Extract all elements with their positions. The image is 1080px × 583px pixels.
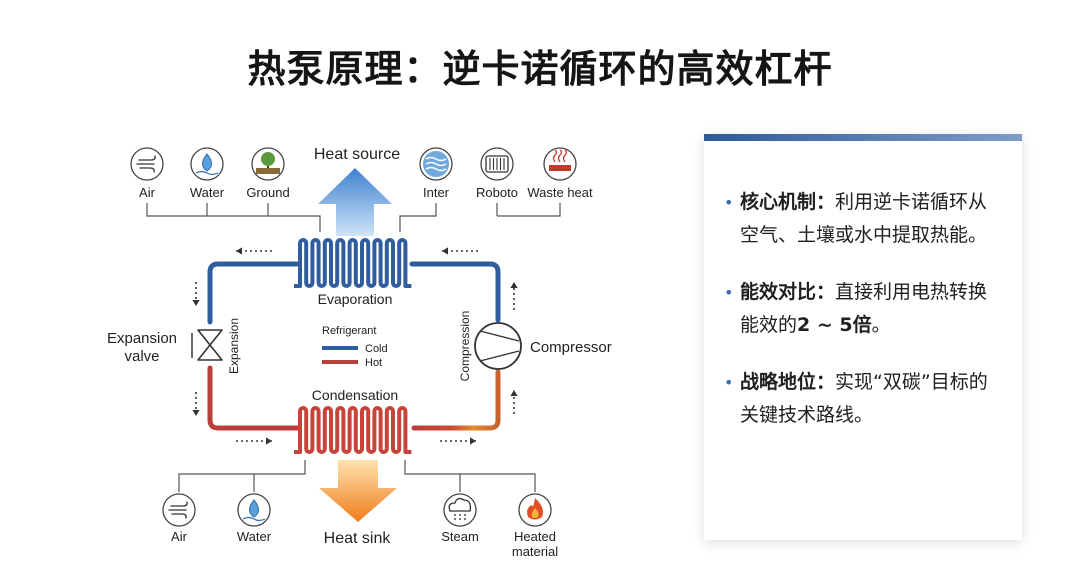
- source-label: Roboto: [476, 185, 518, 200]
- key-points-card: • 核心机制：利用逆卡诺循环从空气、土壤或水中提取热能。 • 能效对比：直接利用…: [704, 134, 1022, 540]
- flow-arrow-top-right: [442, 247, 478, 255]
- source-item-waste-heat: Waste heat: [527, 147, 593, 200]
- heat-source-label: Heat source: [314, 146, 400, 163]
- sink-item-steam: Steam: [441, 493, 479, 544]
- refrigerant-legend: Refrigerant Cold Hot: [322, 325, 388, 369]
- compressor-symbol: [474, 322, 522, 370]
- sink-item-air: Air: [162, 493, 196, 544]
- bullet-strategy: • 战略地位：实现“双碳”目标的关键技术路线。: [724, 366, 1006, 432]
- expansion-valve-label-line2: valve: [124, 348, 159, 365]
- bullet-dot-icon: •: [724, 283, 734, 302]
- legend-cold: Cold: [365, 343, 388, 355]
- source-connectors: [146, 203, 561, 232]
- expansion-valve: [191, 329, 223, 361]
- compression-side-label: Compression: [458, 311, 472, 382]
- key-points-list: • 核心机制：利用逆卡诺循环从空气、土壤或水中提取热能。 • 能效对比：直接利用…: [724, 186, 1006, 456]
- source-item-roboto: Roboto: [476, 147, 518, 200]
- source-item-ground: Ground: [246, 147, 290, 200]
- refrigerant-loop: [207, 261, 501, 431]
- right-lower-pipe: [411, 369, 501, 431]
- flow-arrow-top-left: [236, 247, 272, 255]
- bullet-lead: 核心机制：: [740, 191, 836, 213]
- bullet-efficiency: • 能效对比：直接利用电热转换能效的2 ~ 5倍。: [724, 276, 1006, 342]
- flow-arrow-bottom-right: [440, 437, 476, 445]
- condenser-coil: [294, 406, 412, 454]
- expansion-side-label: Expansion: [227, 318, 241, 374]
- bullet-text: 实现“双碳”目标的关键技术路线。: [740, 371, 988, 426]
- source-item-water: Water: [190, 147, 225, 200]
- heat-sink-label: Heat sink: [324, 530, 392, 547]
- water-drop-icon: [195, 153, 219, 176]
- sink-label: Water: [237, 529, 272, 544]
- bullet-text: 利用逆卡诺循环从空气、土壤或水中提取热能。: [740, 191, 988, 246]
- card-accent-bar: [704, 134, 1022, 141]
- icon-badge: [543, 147, 577, 181]
- sink-label: Heated: [514, 529, 556, 544]
- sink-label: Air: [171, 529, 188, 544]
- bullet-lead: 能效对比：: [740, 281, 836, 303]
- flow-arrow-left-bottom: [192, 392, 200, 416]
- wind-icon: [136, 155, 156, 173]
- waste-heat-icon: [549, 149, 571, 171]
- sink-label-line2: material: [512, 544, 558, 559]
- water-drop-icon: [242, 499, 266, 522]
- icon-badge: [443, 493, 477, 527]
- source-label: Waste heat: [527, 185, 593, 200]
- water-waves-icon: [423, 151, 449, 177]
- sink-connectors: [178, 460, 536, 492]
- source-label: Air: [139, 185, 156, 200]
- top-right-pipe: [409, 261, 501, 323]
- source-label: Ground: [246, 185, 289, 200]
- legend-title: Refrigerant: [322, 325, 376, 337]
- flow-direction-arrows: [192, 247, 518, 445]
- expansion-valve-label-line1: Expansion: [107, 330, 177, 347]
- heat-source-icons: Air Water Ground Inter Roboto Waste heat: [130, 147, 593, 200]
- bullet-dot-icon: •: [724, 193, 734, 212]
- source-item-air: Air: [130, 147, 164, 200]
- bullet-tail: 。: [871, 314, 891, 336]
- wind-icon: [168, 501, 188, 519]
- evaporation-label: Evaporation: [318, 291, 393, 307]
- bullet-core-mechanism: • 核心机制：利用逆卡诺循环从空气、土壤或水中提取热能。: [724, 186, 1006, 252]
- source-label: Water: [190, 185, 225, 200]
- heat-source-arrow: [318, 168, 392, 236]
- tree-icon: [256, 152, 280, 174]
- radiator-icon: [485, 155, 509, 173]
- top-left-pipe: [207, 261, 300, 325]
- source-item-inter: Inter: [419, 147, 453, 200]
- sink-label: Steam: [441, 529, 479, 544]
- condensation-label: Condensation: [312, 387, 398, 403]
- evaporator-coil: [294, 238, 412, 288]
- flow-arrow-left-top: [192, 282, 200, 306]
- bullet-emphasis: 2 ~ 5倍: [797, 314, 872, 336]
- flow-arrow-right-top: [510, 282, 518, 310]
- page-title: 热泵原理：逆卡诺循环的高效杠杆: [247, 47, 833, 91]
- sink-item-water: Water: [237, 493, 272, 544]
- bullet-text: 直接利用电热转换能效的: [740, 281, 988, 336]
- flame-icon: [527, 498, 544, 520]
- source-label: Inter: [423, 185, 450, 200]
- heat-pump-cycle-diagram: Heat source Heat sink Evaporation Conden…: [107, 146, 612, 559]
- left-lower-pipe: [207, 365, 300, 431]
- legend-hot: Hot: [365, 357, 382, 369]
- bullet-dot-icon: •: [724, 373, 734, 392]
- compressor-label: Compressor: [530, 339, 612, 356]
- bullet-lead: 战略地位：: [740, 371, 836, 393]
- heat-sink-arrow: [319, 460, 397, 522]
- flow-arrow-right-bottom: [510, 390, 518, 414]
- flow-arrow-bottom-left: [236, 437, 272, 445]
- steam-cloud-icon: [448, 497, 472, 520]
